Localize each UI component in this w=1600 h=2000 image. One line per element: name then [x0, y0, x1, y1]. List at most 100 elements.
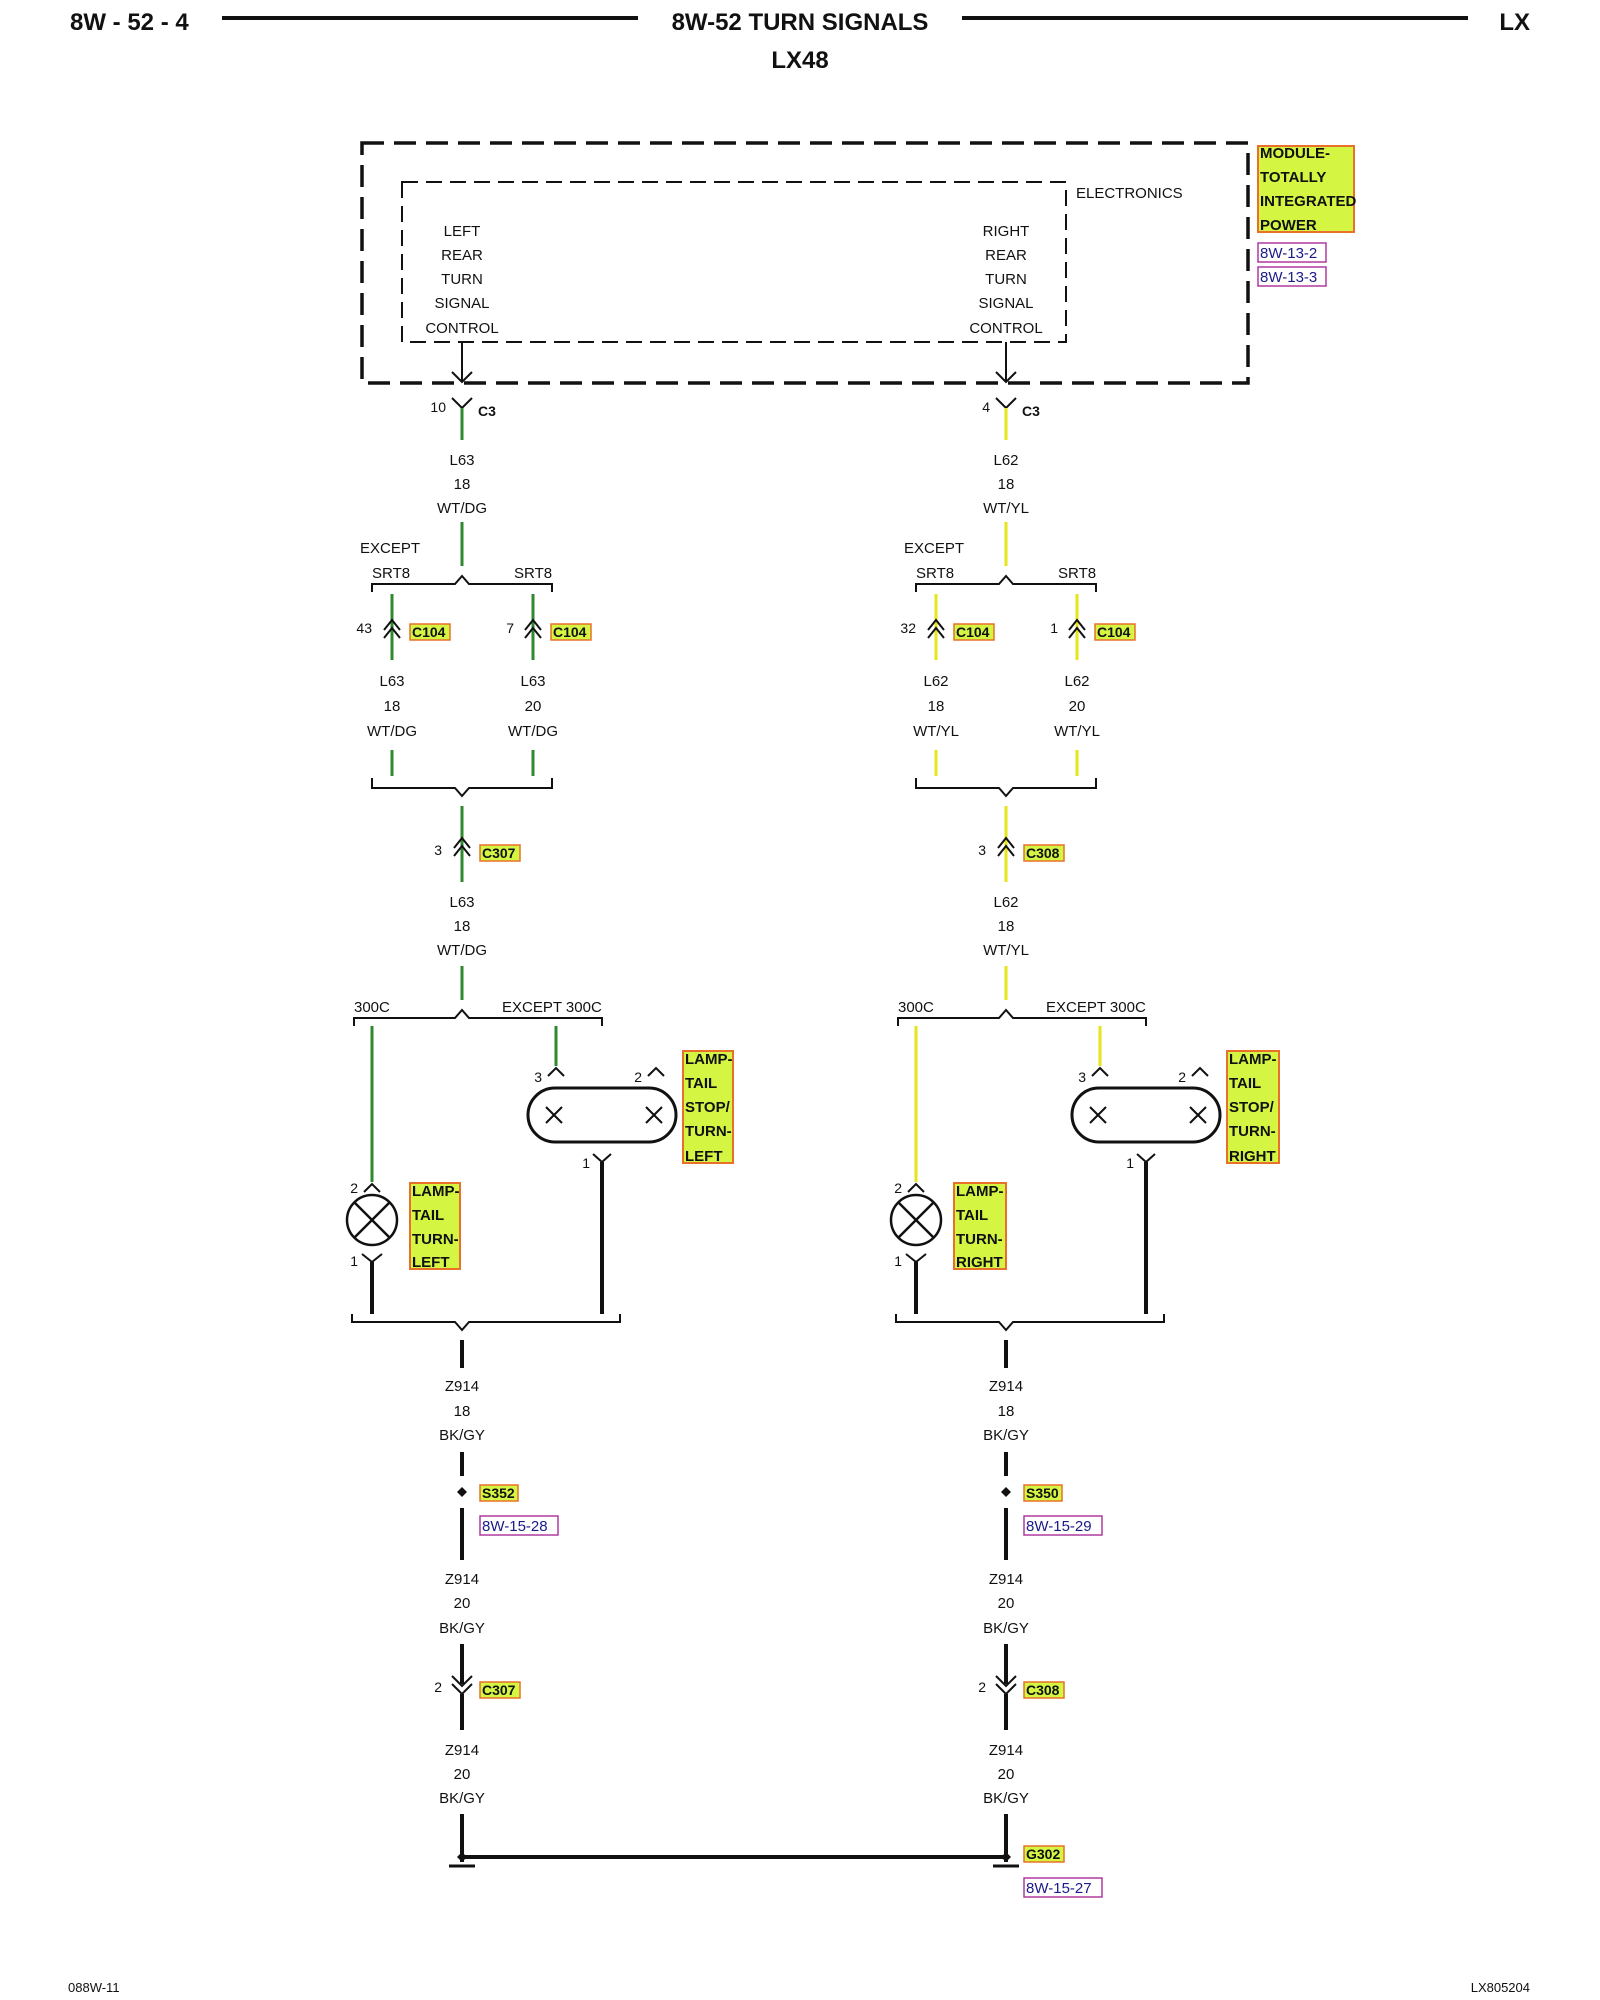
left-gnd1-3: BK/GY: [439, 1427, 485, 1444]
right-turn-pin2: 2: [894, 1180, 902, 1196]
left-splice-dot: [457, 1487, 467, 1497]
left-tail-stop-lamp: [526, 1086, 678, 1144]
right-wire-top-2: 18: [998, 476, 1015, 493]
module-ref-1[interactable]: 8W-13-2: [1260, 245, 1317, 262]
right-wire-b-1: L62: [1064, 673, 1089, 690]
left-wire-b-2: 20: [525, 698, 542, 715]
ground-bus: G302 8W-15-27: [462, 1845, 1103, 1898]
right-stop-pin2: 2: [1178, 1069, 1186, 1085]
right-control-2: REAR: [985, 247, 1027, 264]
left-c3-connector: C3: [478, 403, 496, 419]
left-c104b-pin: 7: [506, 620, 514, 636]
left-stop-pin2: 2: [634, 1069, 642, 1085]
right-gnd1-1: Z914: [989, 1378, 1023, 1395]
left-control-1: LEFT: [444, 223, 481, 240]
right-gnd1-2: 18: [998, 1403, 1015, 1420]
right-stop-pin3: 3: [1078, 1069, 1086, 1085]
left-gnd1-2: 18: [454, 1403, 471, 1420]
module-name-3: INTEGRATED: [1260, 193, 1357, 210]
left-cx2-connector: C307: [482, 1682, 516, 1698]
left-wire-mid-1: L63: [449, 894, 474, 911]
module-name-4: POWER: [1260, 217, 1317, 234]
right-control-5: CONTROL: [969, 320, 1042, 337]
right-control-4: SIGNAL: [978, 295, 1033, 312]
left-turn-name-4: LEFT: [412, 1254, 450, 1271]
left-split2-except: EXCEPT 300C: [502, 999, 602, 1016]
left-control-2: REAR: [441, 247, 483, 264]
right-splice-ref[interactable]: 8W-15-29: [1026, 1518, 1092, 1535]
left-stop-name-5: LEFT: [685, 1148, 723, 1165]
right-split2-except: EXCEPT 300C: [1046, 999, 1146, 1016]
left-wire-a-3: WT/DG: [367, 723, 417, 740]
right-wire-b-3: WT/YL: [1054, 723, 1100, 740]
right-turn-pin1: 1: [894, 1253, 902, 1269]
header: 8W - 52 - 4 8W-52 TURN SIGNALS LX LX48: [70, 9, 1530, 74]
left-tail-turn-lamp: [345, 1193, 399, 1247]
left-wire-top-2: 18: [454, 476, 471, 493]
ground-name: G302: [1026, 1846, 1060, 1862]
right-tail-stop-lamp: [1070, 1086, 1222, 1144]
footer-right-code: LX805204: [1471, 1980, 1530, 1995]
right-cx-pin: 3: [978, 842, 986, 858]
right-wire-a-3: WT/YL: [913, 723, 959, 740]
left-gnd3-1: Z914: [445, 1742, 479, 1759]
right-splice-dot: [1001, 1487, 1011, 1497]
left-stop-pin1: 1: [582, 1155, 590, 1171]
right-stop-name-5: RIGHT: [1229, 1148, 1276, 1165]
left-gnd2-3: BK/GY: [439, 1620, 485, 1637]
right-cx2-pin: 2: [978, 1679, 986, 1695]
left-turn-name-3: TURN-: [412, 1231, 459, 1248]
left-splice-name: S352: [482, 1485, 515, 1501]
left-cx-connector: C307: [482, 845, 516, 861]
left-stop-name-1: LAMP-: [685, 1051, 733, 1068]
electronics-label: ELECTRONICS: [1076, 185, 1183, 202]
right-control-1: RIGHT: [983, 223, 1030, 240]
left-turn-name-1: LAMP-: [412, 1183, 460, 1200]
left-c104a-pin: 43: [356, 620, 372, 636]
right-gnd3-1: Z914: [989, 1742, 1023, 1759]
left-wire-mid-2: 18: [454, 918, 471, 935]
module-name-2: TOTALLY: [1260, 169, 1326, 186]
right-wire-mid-1: L62: [993, 894, 1018, 911]
module-ref-2[interactable]: 8W-13-3: [1260, 269, 1317, 286]
left-gnd3-2: 20: [454, 1766, 471, 1783]
right-wire-a-2: 18: [928, 698, 945, 715]
right-gnd3-2: 20: [998, 1766, 1015, 1783]
right-circuit: 4 C3 L62 18 WT/YL EXCEPT SRT8 SRT8 32 C1…: [889, 342, 1280, 1868]
right-gnd2-3: BK/GY: [983, 1620, 1029, 1637]
right-cx-connector: C308: [1026, 845, 1060, 861]
left-turn-name-2: TAIL: [412, 1207, 444, 1224]
left-gnd1-1: Z914: [445, 1378, 479, 1395]
right-turn-name-2: TAIL: [956, 1207, 988, 1224]
left-gnd3-3: BK/GY: [439, 1790, 485, 1807]
right-c104a-pin: 32: [900, 620, 916, 636]
left-wire-b-1: L63: [520, 673, 545, 690]
module-name-1: MODULE-: [1260, 145, 1330, 162]
right-stop-name-2: TAIL: [1229, 1075, 1261, 1092]
ground-ref[interactable]: 8W-15-27: [1026, 1880, 1092, 1897]
left-circuit: 10 C3 L63 18 WT/DG EXCEPT SRT8 SRT8 43 C…: [345, 342, 734, 1868]
right-stop-pin1: 1: [1126, 1155, 1134, 1171]
left-split2-300c: 300C: [354, 999, 390, 1016]
left-wire-a-2: 18: [384, 698, 401, 715]
right-c104a-connector: C104: [956, 624, 990, 640]
right-wire-b-2: 20: [1069, 698, 1086, 715]
left-control-5: CONTROL: [425, 320, 498, 337]
page-id: 8W - 52 - 4: [70, 9, 189, 36]
left-c104b-connector: C104: [553, 624, 587, 640]
right-control-3: TURN: [985, 271, 1027, 288]
left-splice-ref[interactable]: 8W-15-28: [482, 1518, 548, 1535]
right-split1-except: EXCEPT: [904, 540, 964, 557]
left-split1-except: EXCEPT: [360, 540, 420, 557]
left-gnd2-1: Z914: [445, 1571, 479, 1588]
right-stop-name-3: STOP/: [1229, 1099, 1275, 1116]
left-wire-top-3: WT/DG: [437, 500, 487, 517]
right-stop-name-4: TURN-: [1229, 1123, 1276, 1140]
left-turn-pin2: 2: [350, 1180, 358, 1196]
right-turn-name-1: LAMP-: [956, 1183, 1004, 1200]
right-c3-connector: C3: [1022, 403, 1040, 419]
left-stop-name-2: TAIL: [685, 1075, 717, 1092]
left-cx-pin: 3: [434, 842, 442, 858]
left-stop-name-3: STOP/: [685, 1099, 731, 1116]
right-gnd3-3: BK/GY: [983, 1790, 1029, 1807]
